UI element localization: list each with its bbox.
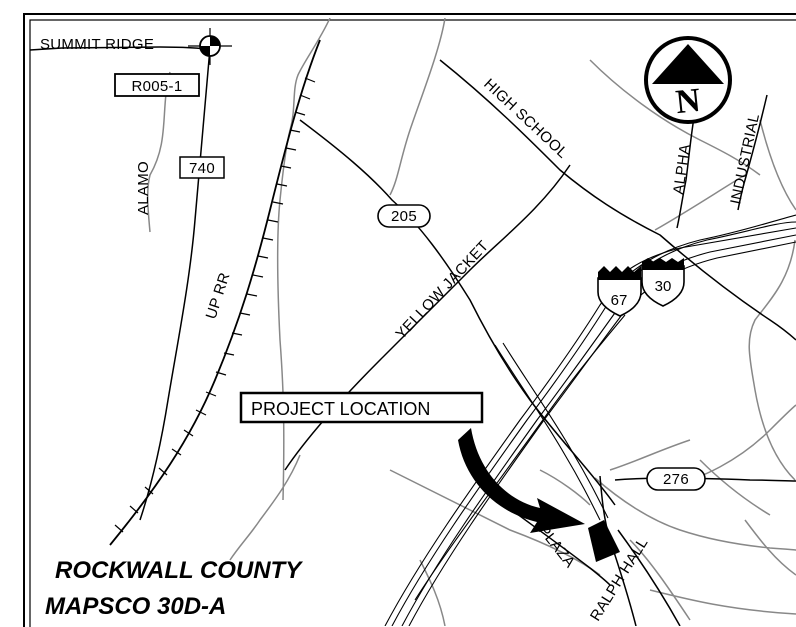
road-label-alpha: ALPHA bbox=[670, 143, 694, 196]
route-205-label: 205 bbox=[391, 208, 417, 225]
project-site-marker bbox=[588, 520, 620, 562]
north-arrow-icon: N bbox=[644, 36, 732, 124]
marker-code-box: R005-1 bbox=[114, 73, 200, 97]
map-frame-inner bbox=[29, 19, 796, 627]
route-740-label: 740 bbox=[189, 160, 215, 177]
county-title: ROCKWALL COUNTY bbox=[55, 557, 303, 584]
railroad-label: UP RR bbox=[203, 270, 234, 321]
ih-30-label: 30 bbox=[655, 278, 672, 295]
road-label-plaza: PLAZA bbox=[535, 522, 579, 571]
road-label-alamo: ALAMO bbox=[135, 161, 152, 215]
route-276-label: 276 bbox=[663, 471, 689, 488]
road-label-industrial: INDUSTRIAL bbox=[727, 112, 763, 206]
route-205-shield: 205 bbox=[377, 204, 431, 228]
marker-code-label: R005-1 bbox=[132, 78, 183, 95]
north-label: N bbox=[674, 82, 703, 121]
benchmark-icon bbox=[188, 28, 232, 65]
mapsco-reference: MAPSCO 30D-A bbox=[45, 593, 226, 620]
road-label-summit-ridge: SUMMIT RIDGE bbox=[40, 36, 154, 53]
minor-roads bbox=[146, 18, 796, 626]
main-roads bbox=[29, 46, 796, 626]
route-740-box: 740 bbox=[179, 156, 225, 179]
us-route-shield-icon: 67 bbox=[597, 266, 642, 317]
pointer-arrow-icon bbox=[458, 428, 585, 533]
interstate-shield-icon: 30 bbox=[641, 258, 685, 307]
map-frame-outer bbox=[23, 13, 796, 627]
union-pacific-railroad bbox=[109, 39, 321, 546]
project-location-box: PROJECT LOCATION bbox=[239, 391, 484, 424]
road-label-yellow-jacket: YELLOW JACKET bbox=[392, 237, 492, 342]
route-276-shield: 276 bbox=[646, 467, 706, 491]
ralph-hall-corridor bbox=[494, 342, 609, 521]
project-location-label: PROJECT LOCATION bbox=[251, 399, 430, 419]
us-67-label: 67 bbox=[611, 292, 628, 309]
road-label-high-school: HIGH SCHOOL bbox=[480, 75, 571, 161]
